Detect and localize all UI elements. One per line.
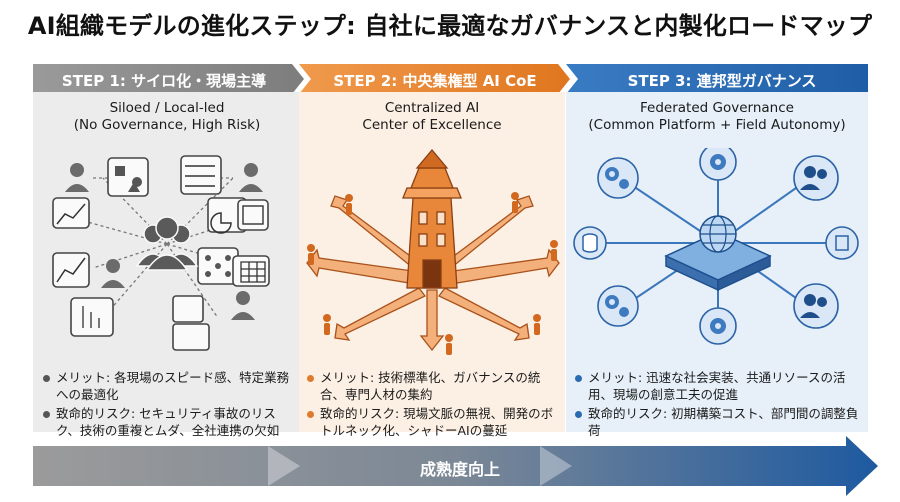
step3-bullets: メリット: 迅速な社会実装、共通リソースの活用、現場の創意工夫の促進 致命的リス… bbox=[574, 370, 864, 442]
step2-risk: 致命的リスク: 現場文脈の無視、開発のボトルネック化、シャドーAIの蔓延 bbox=[306, 406, 560, 439]
step2-header-arrow bbox=[299, 64, 570, 94]
step2-merit: メリット: 技術標準化、ガバナンスの統合、専門人材の集約 bbox=[306, 370, 560, 403]
step3-header: STEP 3: 連邦型ガバナンス bbox=[627, 72, 817, 90]
step1-header-arrow bbox=[33, 64, 304, 94]
page-title: AI組織モデルの進化ステップ: 自社に最適なガバナンスと内製化ロードマップ bbox=[27, 12, 873, 40]
step1-name: Siloed / Local-led bbox=[109, 100, 225, 116]
step2-bullets: メリット: 技術標準化、ガバナンスの統合、専門人材の集約 致命的リスク: 現場文… bbox=[306, 370, 560, 442]
step1-siloed-illustration bbox=[52, 155, 270, 351]
step2-name: Centralized AI bbox=[384, 100, 480, 116]
maturity-arrow bbox=[33, 436, 878, 496]
step3-name: Federated Governance bbox=[640, 100, 794, 116]
step3-federated-illustration bbox=[573, 148, 859, 345]
step3-merit: メリット: 迅速な社会実装、共通リソースの活用、現場の創意工夫の促進 bbox=[574, 370, 864, 403]
step2-tower-illustration bbox=[306, 148, 560, 355]
step1-merit: メリット: 各現場のスピード感、特定業務への最適化 bbox=[42, 370, 298, 403]
step1-header: STEP 1: サイロ化・現場主導 bbox=[61, 72, 267, 90]
step1-subtitle: (No Governance, High Risk) bbox=[73, 117, 261, 133]
step3-risk: 致命的リスク: 初期構築コスト、部門間の調整負荷 bbox=[574, 406, 864, 439]
maturity-label: 成熟度向上 bbox=[419, 460, 500, 479]
step1-bullets: メリット: 各現場のスピード感、特定業務への最適化 致命的リスク: セキュリティ… bbox=[42, 370, 298, 442]
step3-subtitle: (Common Platform + Field Autonomy) bbox=[588, 117, 846, 133]
step2-header: STEP 2: 中央集権型 AI CoE bbox=[333, 72, 537, 90]
step2-subtitle: Center of Excellence bbox=[362, 117, 502, 133]
step3-header-arrow bbox=[566, 64, 868, 94]
step1-risk: 致命的リスク: セキュリティ事故のリスク、技術の重複とムダ、全社連携の欠如 bbox=[42, 406, 298, 439]
